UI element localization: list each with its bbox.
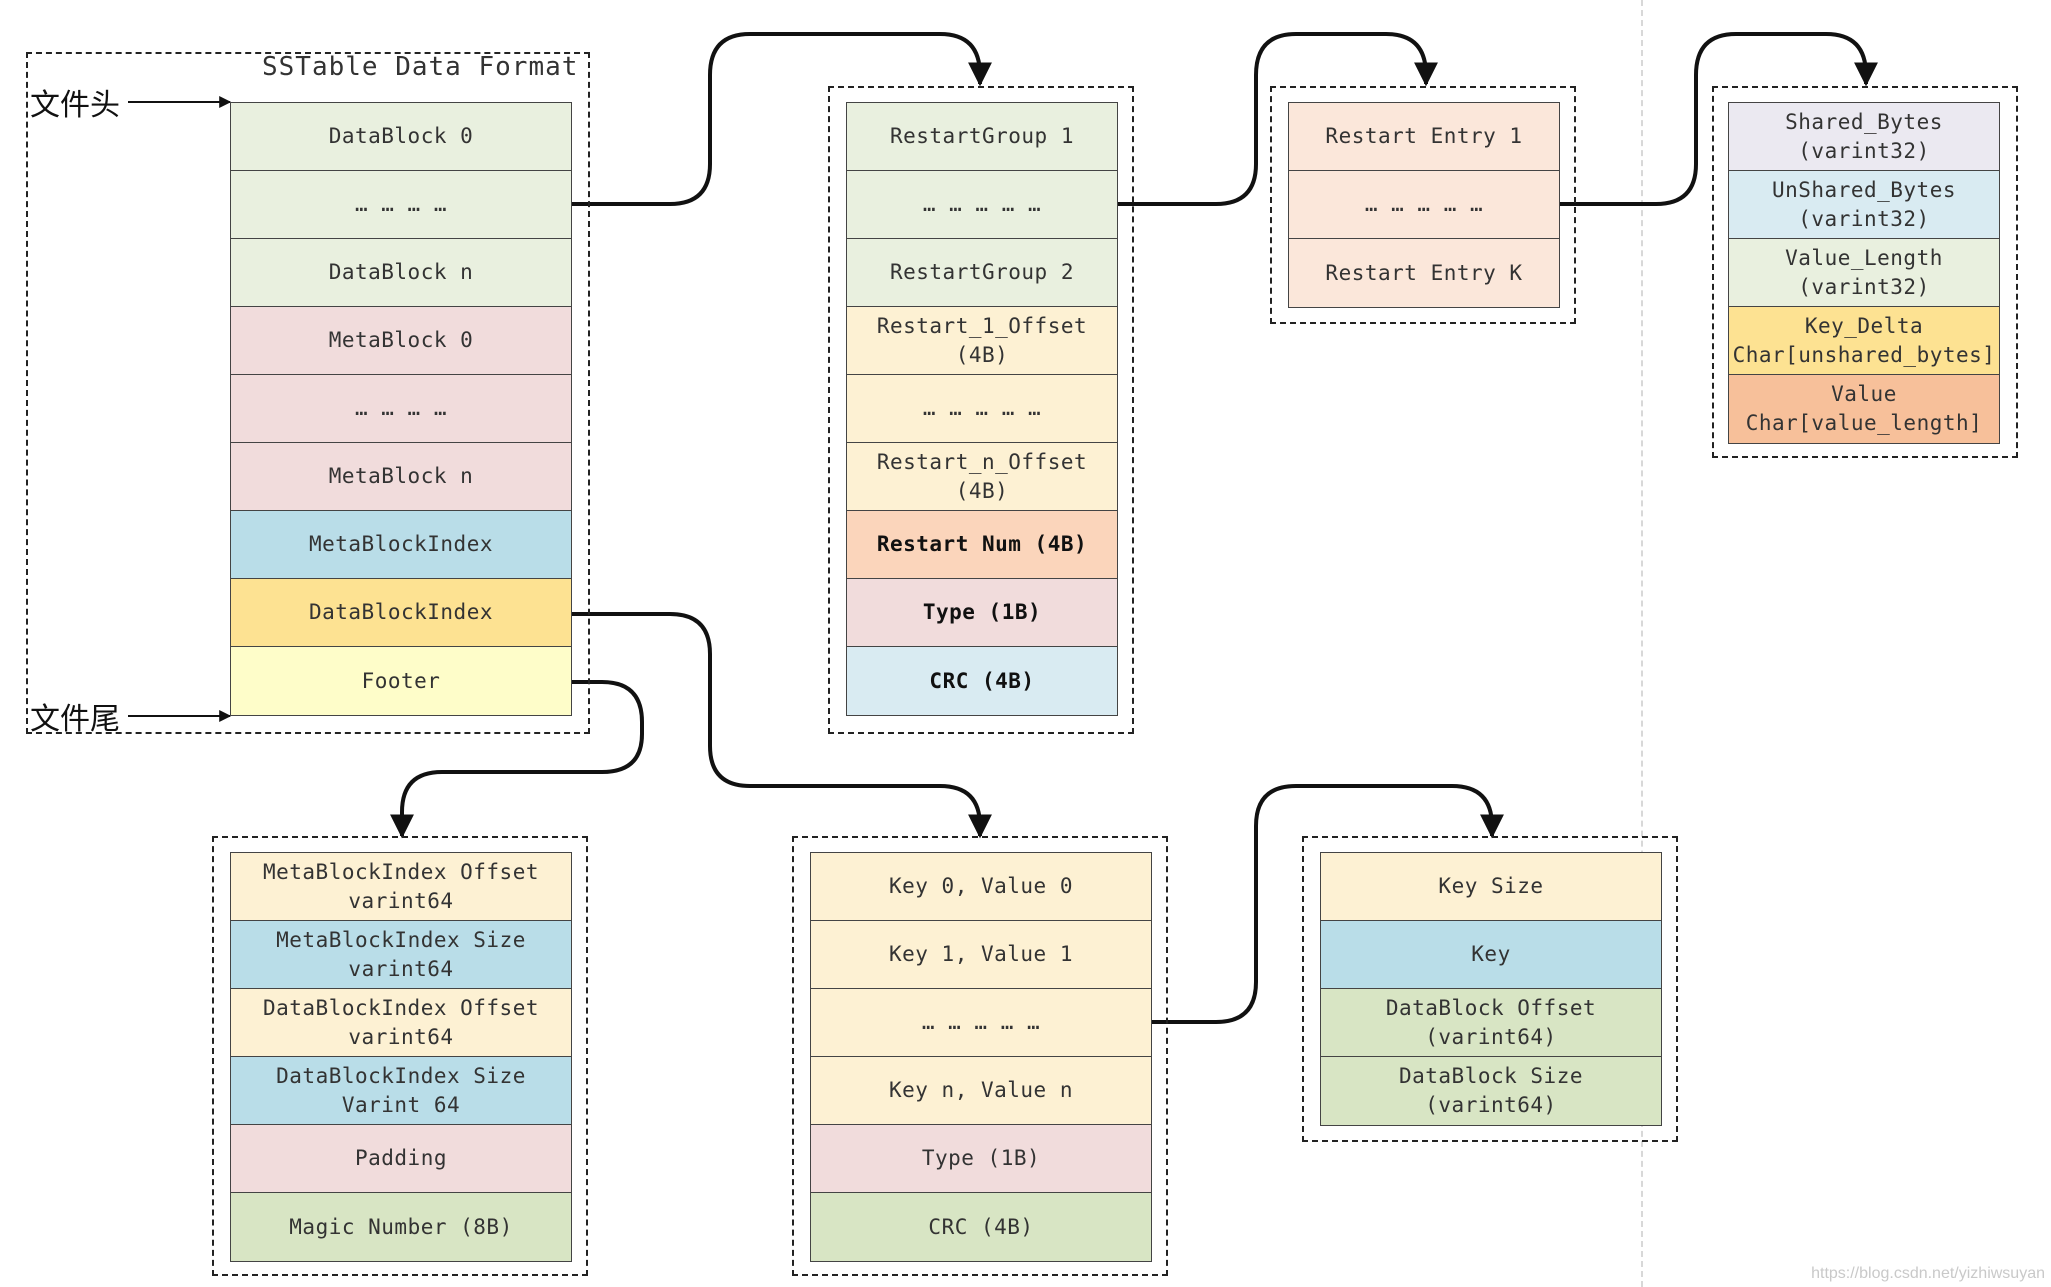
block-cell: Padding (231, 1125, 571, 1193)
restartentry-frame (1712, 86, 2018, 458)
datablock-frame (828, 86, 1134, 734)
block-cell: DataBlock Size (varint64) (1321, 1057, 1661, 1125)
block-cell: UnShared_Bytes (varint32) (1729, 171, 1999, 239)
block-cell: RestartGroup 2 (847, 239, 1117, 307)
separator-line (1641, 0, 1643, 1287)
block-cell: Key (1321, 921, 1661, 989)
arrow-footer-to-detail (390, 680, 644, 839)
sstable-frame (26, 52, 590, 734)
block-cell: MetaBlockIndex Size varint64 (231, 921, 571, 989)
block-cell: … … … … … (847, 375, 1117, 443)
block-cell: Restart_1_Offset (4B) (847, 307, 1117, 375)
restartgroup-stack: Restart Entry 1… … … … …Restart Entry K (1288, 102, 1560, 308)
block-cell: Footer (231, 647, 571, 715)
footer-frame (212, 836, 588, 1276)
file-tail-label: 文件尾 (30, 702, 120, 737)
block-cell: Key n, Value n (811, 1057, 1151, 1125)
block-cell: … … … … (231, 375, 571, 443)
restartentry-stack: Shared_Bytes (varint32)UnShared_Bytes (v… (1728, 102, 2000, 444)
block-cell: … … … … … (811, 989, 1151, 1057)
arrow-restartentry-to-detail (1558, 32, 1878, 206)
block-cell: Key 0, Value 0 (811, 853, 1151, 921)
block-cell: … … … … … (847, 171, 1117, 239)
block-cell: DataBlock Offset (varint64) (1321, 989, 1661, 1057)
arrow-datablockindex-to-detail (572, 612, 992, 839)
block-cell: Magic Number (8B) (231, 1193, 571, 1261)
arrow-indexkey-to-detail (1150, 784, 1504, 1024)
block-cell: CRC (4B) (847, 647, 1117, 715)
block-cell: Type (1B) (847, 579, 1117, 647)
block-cell: Restart_n_Offset (4B) (847, 443, 1117, 511)
arrow-restartgroup-to-detail (1116, 32, 1438, 206)
block-cell: Key Size (1321, 853, 1661, 921)
restartgroup-frame (1270, 86, 1576, 324)
block-cell: … … … … (231, 171, 571, 239)
block-cell: Value_Length (varint32) (1729, 239, 1999, 307)
block-cell: DataBlock 0 (231, 103, 571, 171)
block-cell: Restart Num (4B) (847, 511, 1117, 579)
block-cell: Shared_Bytes (varint32) (1729, 103, 1999, 171)
block-cell: MetaBlockIndex (231, 511, 571, 579)
block-cell: Restart Entry K (1289, 239, 1559, 307)
block-cell: DataBlockIndex (231, 579, 571, 647)
indexentry-frame (1302, 836, 1678, 1142)
block-cell: Type (1B) (811, 1125, 1151, 1193)
sstable-title: SSTable Data Format (262, 52, 579, 82)
watermark: https://blog.csdn.net/yizhiwsuyan (1811, 1265, 2045, 1282)
block-cell: Key 1, Value 1 (811, 921, 1151, 989)
block-cell: MetaBlock n (231, 443, 571, 511)
block-cell: Value Char[value_length] (1729, 375, 1999, 443)
block-cell: MetaBlockIndex Offset varint64 (231, 853, 571, 921)
arrow-datablock-to-detail (572, 32, 992, 206)
file-head-label: 文件头 (30, 88, 120, 123)
block-cell: DataBlockIndex Offset varint64 (231, 989, 571, 1057)
datablockindex-frame (792, 836, 1168, 1276)
block-cell: MetaBlock 0 (231, 307, 571, 375)
block-cell: RestartGroup 1 (847, 103, 1117, 171)
block-cell: Key_Delta Char[unshared_bytes] (1729, 307, 1999, 375)
block-cell: … … … … … (1289, 171, 1559, 239)
block-cell: Restart Entry 1 (1289, 103, 1559, 171)
block-cell: CRC (4B) (811, 1193, 1151, 1261)
block-cell: DataBlock n (231, 239, 571, 307)
block-cell: DataBlockIndex Size Varint 64 (231, 1057, 571, 1125)
